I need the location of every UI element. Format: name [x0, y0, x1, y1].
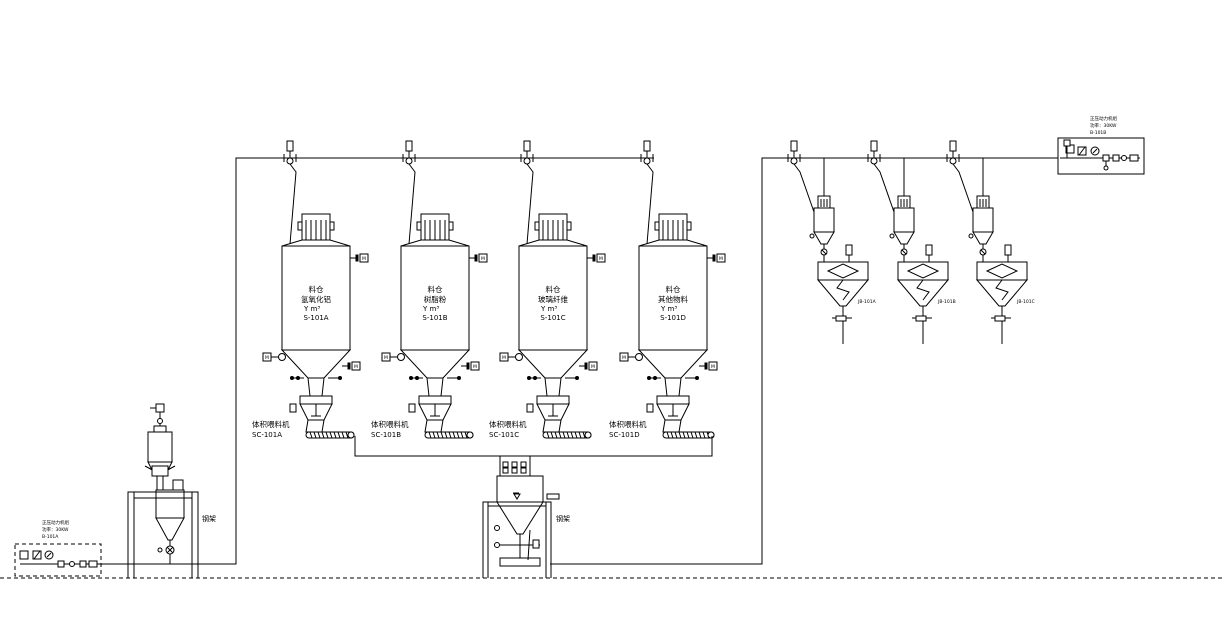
motor-label: M	[384, 355, 388, 361]
left-steel-frame	[127, 491, 199, 578]
motor-label: M	[719, 256, 723, 262]
motor-label: M	[481, 256, 485, 262]
silo-tag: S-101D	[660, 314, 686, 322]
left-mixer-tower	[144, 403, 185, 564]
receiver-group: JB-101A JB-101B JB-101C	[787, 140, 1035, 344]
collector-pipe	[354, 436, 713, 476]
blower-right-tag: B-101B	[1090, 130, 1106, 136]
motor-label: M	[711, 364, 715, 370]
motor-label: M	[473, 364, 477, 370]
silo-material: 其他物料	[658, 294, 688, 304]
center-mixer	[494, 475, 560, 567]
silo-material: 氢氧化铝	[301, 294, 331, 304]
feeder-name: 体积喂料机	[252, 419, 290, 429]
motor-label: M	[599, 256, 603, 262]
receiver-tag: JB-101A	[857, 299, 877, 305]
receiver-jb-101b: JB-101B	[867, 140, 956, 344]
silo-title: 料仓	[428, 284, 443, 294]
silo-tag: S-101C	[540, 314, 565, 322]
feeder-tag: SC-101A	[252, 431, 282, 439]
motor-label: M	[502, 355, 506, 361]
feeder-tag: SC-101C	[489, 431, 519, 439]
silo-material: 玻璃纤维	[538, 294, 568, 304]
silo-tag: S-101B	[422, 314, 447, 322]
left-frame-label: 钢架	[202, 514, 216, 523]
motor-label: M	[354, 364, 358, 370]
feeder-tag: SC-101B	[371, 431, 401, 439]
silo-capacity: Y m³	[540, 305, 557, 313]
center-steel-frame	[482, 501, 552, 578]
right-conveying-pipe	[550, 157, 1060, 565]
blower-unit-right	[1057, 137, 1145, 175]
feeder-name: 体积喂料机	[609, 419, 647, 429]
receiver-jb-101a: JB-101A	[787, 140, 877, 344]
receiver-jb-101c: JB-101C	[946, 140, 1035, 344]
receiver-tag: JB-101B	[937, 299, 956, 305]
receiver-tag: JB-101C	[1016, 299, 1035, 305]
feeder-name: 体积喂料机	[371, 419, 409, 429]
motor-label: M	[622, 355, 626, 361]
blower-right-name: 正压动力机组	[1090, 115, 1117, 122]
blower-left-power: 功率：30KW	[42, 526, 69, 533]
blower-unit-left	[14, 543, 102, 577]
silo-title: 料仓	[666, 284, 681, 294]
feeder-name: 体积喂料机	[489, 419, 527, 429]
silo-capacity: Y m³	[303, 305, 320, 313]
motor-label: M	[265, 355, 269, 361]
center-frame-label: 钢架	[556, 514, 570, 523]
motor-label: M	[362, 256, 366, 262]
silo-tag: S-101A	[303, 314, 328, 322]
blower-left-name: 正压动力机组	[42, 519, 69, 526]
silo-material: 树脂粉	[424, 294, 447, 304]
left-conveying-pipe	[100, 157, 654, 565]
blower-right-power: 功率：30KW	[1090, 122, 1117, 129]
motor-label: M	[591, 364, 595, 370]
silo-title: 料仓	[309, 284, 324, 294]
silo-capacity: Y m³	[660, 305, 677, 313]
blower-left-tag: B-101A	[42, 534, 59, 540]
feeder-tag: SC-101D	[609, 431, 640, 439]
silo-capacity: Y m³	[422, 305, 439, 313]
silo-title: 料仓	[546, 284, 561, 294]
